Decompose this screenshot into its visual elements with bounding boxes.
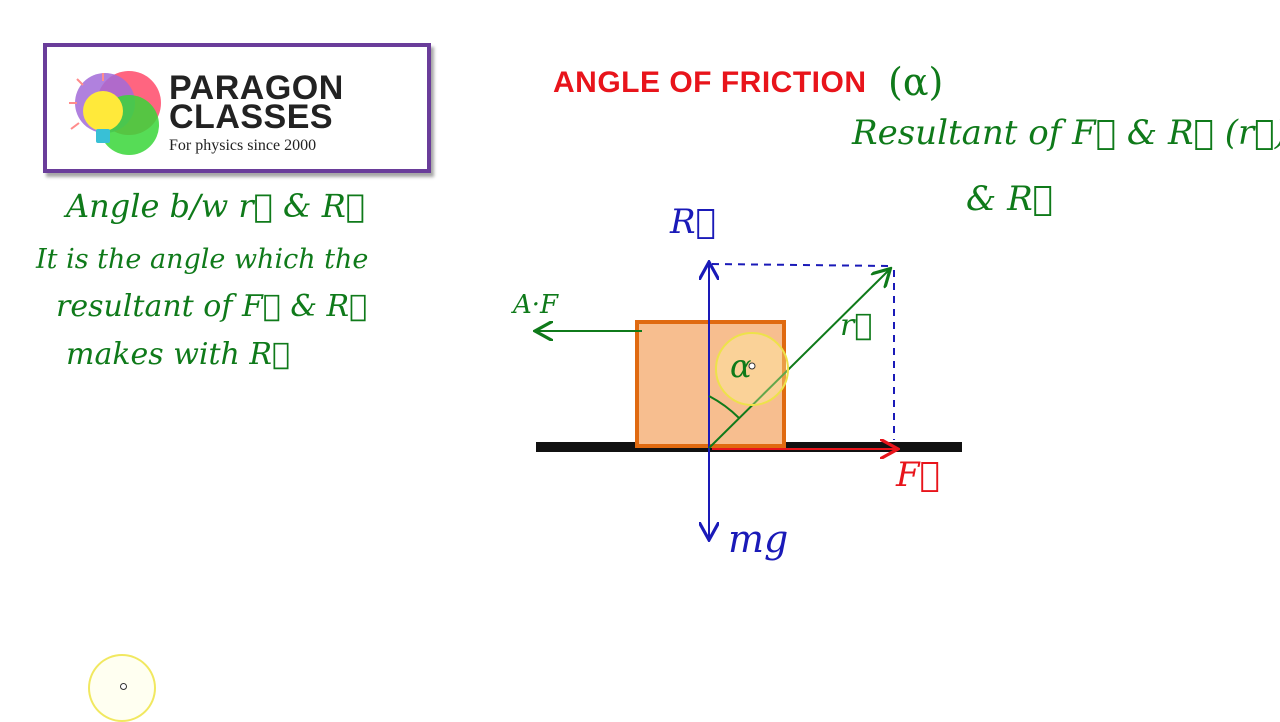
- lightbulb-icon: [69, 71, 161, 155]
- logo-name-line1: PARAGON: [169, 69, 344, 107]
- alpha-angle-arc: [708, 395, 740, 419]
- pointer-dot: [748, 362, 756, 370]
- label-alpha: α: [730, 347, 752, 385]
- logo-tagline: For physics since 2000: [169, 137, 317, 154]
- paragon-classes-logo: PARAGON CLASSES For physics since 2000: [43, 43, 431, 173]
- label-mg: mg: [728, 517, 789, 561]
- label-friction-F: F⃗: [896, 455, 940, 495]
- dashed-top-line: [711, 263, 891, 267]
- logo-name-line2: CLASSES: [169, 98, 334, 136]
- pen-cursor-dot: [120, 683, 127, 690]
- note-and-R: & R⃗: [966, 179, 1054, 219]
- note-angle-between: Angle b/w r⃗ & R⃗: [66, 187, 365, 225]
- note-definition-line2: resultant of F⃗ & R⃗: [56, 289, 368, 324]
- label-resultant-r: r⃗: [840, 308, 873, 343]
- slide-title: ANGLE OF FRICTION: [553, 66, 867, 99]
- note-resultant: Resultant of F⃗ & R⃗ (r⃗): [852, 113, 1280, 153]
- note-definition-line3: makes with R⃗: [66, 337, 290, 372]
- note-definition-line1: It is the angle which the: [36, 244, 369, 275]
- resultant-arrow: [708, 270, 889, 449]
- title-alpha-symbol: (α): [888, 60, 944, 104]
- label-R: R⃗: [670, 202, 717, 242]
- label-applied-force: A·F: [513, 290, 559, 320]
